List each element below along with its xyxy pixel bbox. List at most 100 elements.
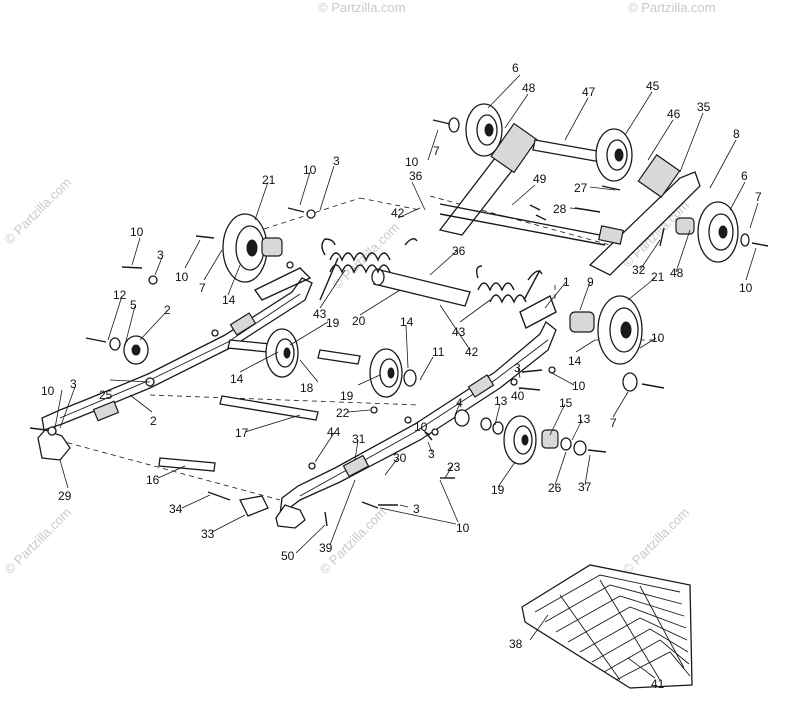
callout-label: 44 <box>327 425 341 439</box>
callouts: 6 48 47 45 46 35 8 10 7 36 49 27 28 6 7 … <box>41 61 762 691</box>
wheel-far-right <box>675 201 739 263</box>
callout-label: 39 <box>319 541 333 555</box>
callout-label: 6 <box>512 61 519 75</box>
callout-label: 1 <box>563 275 570 289</box>
callout-label: 14 <box>230 372 244 386</box>
watermark: © Partzilla.com <box>620 505 693 578</box>
callout-label: 4 <box>456 396 463 410</box>
callout-label: 5 <box>130 298 137 312</box>
callout-label: 43 <box>452 325 466 339</box>
callout-label: 13 <box>494 394 508 408</box>
callout-label: 7 <box>199 281 206 295</box>
callout-label: 10 <box>130 225 144 239</box>
wheel-front-left <box>222 213 283 283</box>
callout-label: 10 <box>651 331 665 345</box>
watermark: © Partzilla.com <box>318 0 406 15</box>
callout-label: 15 <box>559 396 573 410</box>
callout-label: 49 <box>533 172 547 186</box>
callout-label: 33 <box>201 527 215 541</box>
wheel-mid-left <box>265 328 299 378</box>
callout-label: 14 <box>400 315 414 329</box>
callout-label: 12 <box>113 288 127 302</box>
callout-label: 10 <box>41 384 55 398</box>
wheel-rear-top <box>465 103 503 157</box>
callout-label: 10 <box>175 270 189 284</box>
callout-label: 21 <box>262 173 276 187</box>
right-rail <box>275 295 557 529</box>
callout-label: 45 <box>646 79 660 93</box>
callout-label: 37 <box>578 480 592 494</box>
callout-label: 19 <box>340 389 354 403</box>
callout-label: 31 <box>352 432 366 446</box>
callout-label: 36 <box>409 169 423 183</box>
callout-label: 2 <box>164 303 171 317</box>
callout-label: 32 <box>632 263 646 277</box>
callout-label: 3 <box>413 502 420 516</box>
callout-label: 27 <box>574 181 588 195</box>
callout-label: 18 <box>300 381 314 395</box>
callout-label: 43 <box>313 307 327 321</box>
wheel-rear-right <box>595 128 633 182</box>
callout-label: 30 <box>393 451 407 465</box>
callout-label: 19 <box>491 483 505 497</box>
shafts <box>158 139 615 472</box>
callout-label: 8 <box>733 127 740 141</box>
wheel-mid-right <box>503 415 559 465</box>
callout-label: 11 <box>432 345 445 359</box>
callout-label: 21 <box>651 270 665 284</box>
callout-label: 22 <box>336 406 350 420</box>
callout-label: 14 <box>568 354 582 368</box>
callout-label: 10 <box>414 420 428 434</box>
left-rail <box>37 261 313 461</box>
springs <box>319 238 543 304</box>
callout-label: 40 <box>511 389 525 403</box>
callout-label: 7 <box>433 144 440 158</box>
callout-label: 3 <box>428 447 435 461</box>
callout-label: 29 <box>58 489 72 503</box>
leader-lines <box>54 74 759 679</box>
callout-label: 10 <box>739 281 753 295</box>
callout-label: 50 <box>281 549 295 563</box>
wheel-front-right <box>569 295 643 365</box>
callout-label: 14 <box>222 293 236 307</box>
callout-label: 7 <box>755 190 762 204</box>
callout-label: 19 <box>326 316 340 330</box>
callout-label: 41 <box>651 677 665 691</box>
callout-label: 10 <box>456 521 470 535</box>
callout-label: 3 <box>333 154 340 168</box>
callout-label: 25 <box>99 388 113 402</box>
callout-label: 46 <box>667 107 681 121</box>
callout-label: 38 <box>509 637 523 651</box>
hardware <box>29 117 769 527</box>
callout-label: 7 <box>610 416 617 430</box>
callout-label: 34 <box>169 502 183 516</box>
callout-label: 48 <box>522 81 536 95</box>
watermark: © Partzilla.com <box>2 175 75 248</box>
callout-label: 42 <box>465 345 479 359</box>
callout-label: 10 <box>572 379 586 393</box>
wheels <box>222 103 739 465</box>
callout-label: 48 <box>670 266 684 280</box>
watermarks: © Partzilla.com © Partzilla.com © Partzi… <box>2 0 716 577</box>
watermark: © Partzilla.com <box>2 505 75 578</box>
callout-label: 42 <box>391 206 405 220</box>
callout-label: 13 <box>577 412 591 426</box>
callout-label: 3 <box>70 377 77 391</box>
callout-label: 20 <box>352 314 366 328</box>
watermark: © Partzilla.com <box>628 0 716 15</box>
rear-arm <box>438 122 701 276</box>
callout-label: 6 <box>741 169 748 183</box>
callout-label: 23 <box>447 460 461 474</box>
callout-label: 16 <box>146 473 160 487</box>
track-section <box>521 564 693 689</box>
callout-label: 10 <box>405 155 419 169</box>
callout-label: 35 <box>697 100 711 114</box>
wheel-mid-center <box>369 348 417 398</box>
callout-label: 3 <box>157 248 164 262</box>
callout-label: 2 <box>150 414 157 428</box>
callout-label: 9 <box>587 275 594 289</box>
callout-label: 36 <box>452 244 466 258</box>
callout-label: 10 <box>303 163 317 177</box>
callout-label: 47 <box>582 85 596 99</box>
